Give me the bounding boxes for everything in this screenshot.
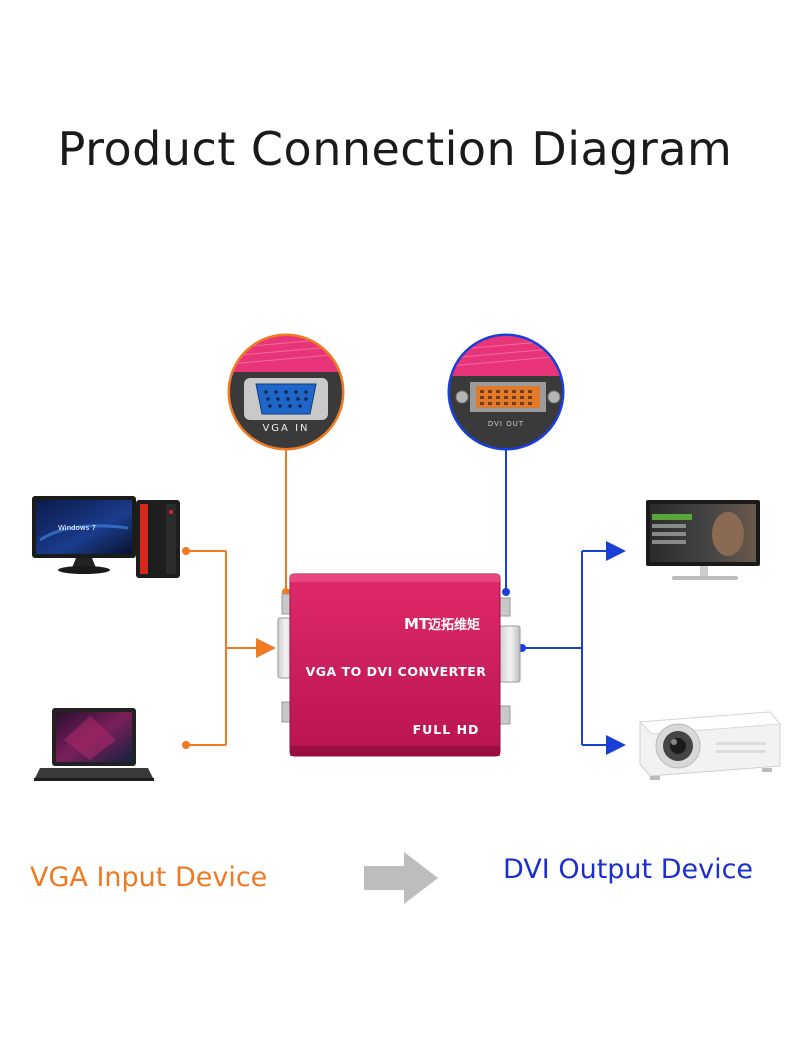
projector-icon bbox=[638, 711, 782, 780]
brand-name: 迈拓维矩 bbox=[428, 617, 480, 633]
vga-port-zoom: VGA IN bbox=[227, 333, 345, 451]
input-connection-lines bbox=[186, 448, 287, 746]
dvi-port-zoom: DVI OUT bbox=[447, 333, 565, 451]
device-model: VGA TO DVI CONVERTER bbox=[306, 664, 487, 679]
output-device-caption: DVI Output Device bbox=[503, 854, 754, 885]
converter-device: MT 迈拓维矩 VGA TO DVI CONVERTER FULL HD bbox=[277, 573, 521, 757]
dvi-out-label: DVI OUT bbox=[488, 420, 524, 428]
brand-logo: MT bbox=[404, 615, 430, 633]
output-connection-lines bbox=[505, 448, 626, 755]
diagram-title: Product Connection Diagram bbox=[57, 122, 733, 176]
full-hd-badge: FULL HD bbox=[413, 722, 480, 737]
monitor-icon bbox=[646, 500, 760, 580]
monitor-screen-text: Windows 7 bbox=[58, 524, 96, 532]
input-node-pc bbox=[182, 547, 190, 555]
laptop-icon bbox=[34, 708, 154, 781]
output-node-port bbox=[502, 588, 510, 596]
input-device-caption: VGA Input Device bbox=[30, 862, 268, 893]
desktop-pc-icon: Windows 7 bbox=[32, 496, 180, 578]
right-arrow-icon bbox=[364, 852, 438, 904]
vga-in-label: VGA IN bbox=[262, 423, 309, 434]
input-node-laptop bbox=[182, 741, 190, 749]
